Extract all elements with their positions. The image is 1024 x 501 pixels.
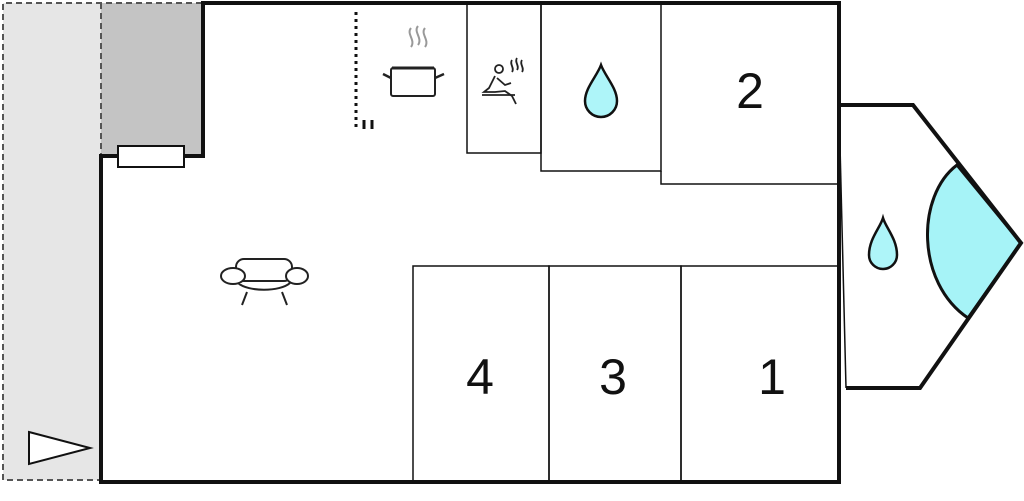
annex-water-drop-icon xyxy=(867,213,899,271)
bedroom-2-wall xyxy=(660,171,839,185)
entrance-arrow-icon xyxy=(28,430,94,466)
bedroom-4-label: 4 xyxy=(466,349,494,405)
water-drop-icon xyxy=(583,61,619,119)
annex-wall xyxy=(839,103,1024,390)
pool-icon xyxy=(926,162,1023,321)
sofa-icon xyxy=(220,258,309,306)
bedroom-1-label: 1 xyxy=(758,349,786,405)
bedroom-2-label: 2 xyxy=(736,63,764,119)
terrace-area xyxy=(2,2,203,481)
window xyxy=(117,145,185,168)
terrace-fill xyxy=(3,3,101,480)
bedroom-3-label: 3 xyxy=(599,349,627,405)
covered-terrace xyxy=(101,3,203,157)
terrace-outline xyxy=(2,2,202,481)
stairs-icon xyxy=(354,12,374,129)
sauna-icon xyxy=(481,57,524,105)
bathroom-wall xyxy=(540,3,662,172)
cooking-pot-icon xyxy=(382,25,445,97)
bedroom-1-room xyxy=(680,265,840,483)
house-outer-wall xyxy=(99,1,841,484)
